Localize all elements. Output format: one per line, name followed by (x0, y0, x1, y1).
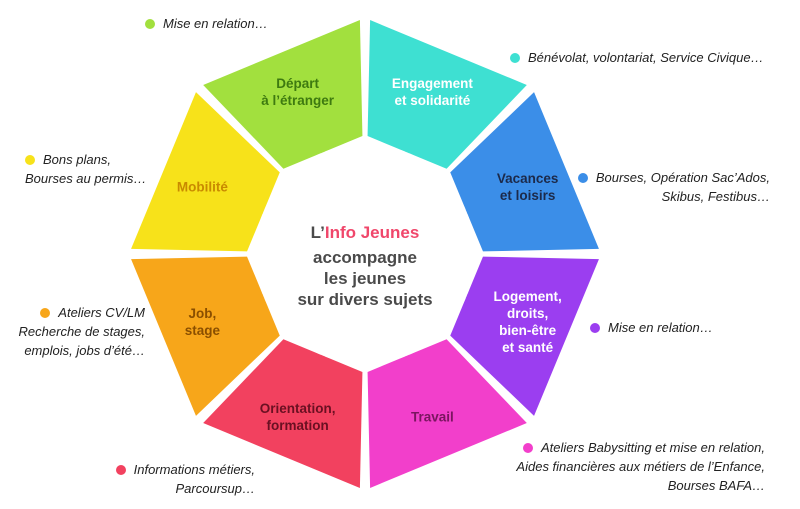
note-engagement: Bénévolat, volontariat, Service Civique… (510, 48, 764, 67)
segment-mobilite (131, 92, 280, 252)
note-line: Bourses, Opération Sac’Ados, (577, 168, 770, 187)
bullet-dot-icon (523, 443, 533, 453)
note-line: Mise en relation… (145, 14, 268, 33)
segment-depart (203, 20, 363, 169)
segment-label-travail: Travail (411, 410, 454, 425)
note-mobilite: Bons plans, Bourses au permis… (25, 150, 146, 188)
center-line-3: les jeunes (324, 269, 406, 288)
segment-label-job: Job,stage (185, 306, 221, 338)
center-text: L’Info Jeunes accompagne les jeunes sur … (297, 223, 432, 309)
note-line: Aides financières aux métiers de l’Enfan… (516, 459, 765, 474)
segment-travail (367, 339, 527, 488)
note-line: Ateliers CV/LM (19, 303, 145, 322)
note-vacances: Bourses, Opération Sac’Ados, Skibus, Fest… (577, 168, 770, 206)
note-depart-etranger: Mise en relation… (145, 14, 268, 33)
note-line: Bourses BAFA… (667, 478, 765, 493)
note-travail: Ateliers Babysitting et mise en relation… (516, 438, 765, 495)
note-line: Bénévolat, volontariat, Service Civique… (510, 48, 764, 67)
bullet-dot-icon (25, 155, 35, 165)
note-line: Mise en relation… (590, 318, 713, 337)
note-job-stage: Ateliers CV/LM Recherche de stages, emploi… (19, 303, 145, 360)
segment-engagement (367, 20, 527, 169)
note-orientation: Informations métiers, Parcoursup… (115, 460, 255, 498)
note-line: Bons plans, (25, 150, 146, 169)
brand-name: Info Jeunes (325, 223, 419, 242)
center-line-1: L’Info Jeunes (311, 223, 420, 242)
segment-logement (450, 256, 599, 416)
segment-vacances (450, 92, 599, 252)
note-logement: Mise en relation… (590, 318, 713, 337)
bullet-dot-icon (145, 19, 155, 29)
note-line: Informations métiers, (115, 460, 255, 479)
note-line: Ateliers Babysitting et mise en relation… (516, 438, 765, 457)
segment-job (131, 256, 280, 416)
bullet-dot-icon (40, 308, 51, 318)
note-line: Skibus, Festibus… (661, 189, 770, 204)
note-line: Parcoursup… (175, 481, 255, 496)
bullet-dot-icon (590, 323, 600, 333)
center-line-4: sur divers sujets (297, 290, 432, 309)
segment-label-orientation: Orientation,formation (260, 401, 336, 433)
note-line: emplois, jobs d’été… (24, 343, 145, 358)
bullet-dot-icon (510, 53, 520, 63)
center-line-2: accompagne (313, 248, 417, 267)
center-circle (255, 144, 475, 364)
note-line: Recherche de stages, (18, 324, 145, 339)
segment-label-mobilite: Mobilité (177, 180, 228, 195)
segment-orientation (203, 339, 363, 488)
bullet-dot-icon (115, 465, 126, 475)
bullet-dot-icon (577, 173, 588, 183)
note-line: Bourses au permis… (25, 171, 147, 186)
